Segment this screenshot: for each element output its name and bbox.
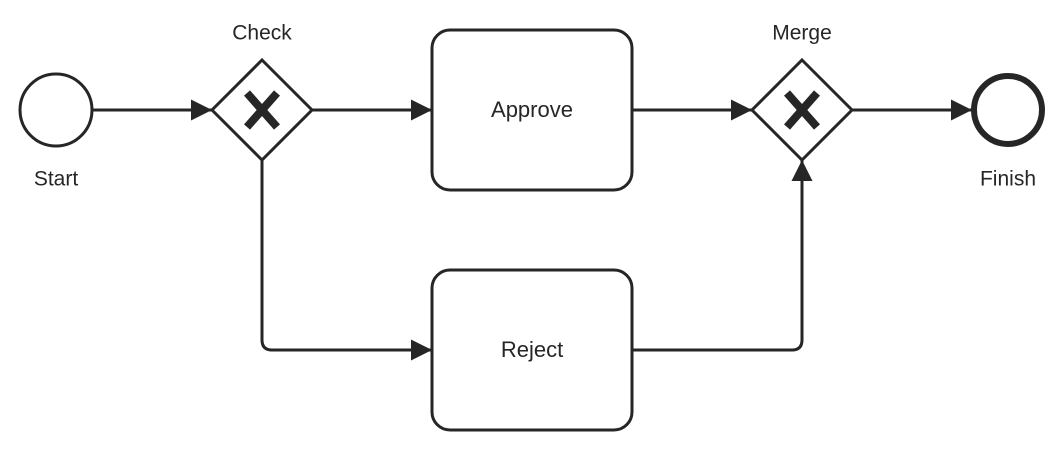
merge-gateway[interactable]	[749, 57, 855, 163]
approve-task[interactable]	[430, 28, 634, 192]
exclusive-x-icon	[244, 90, 280, 130]
start-event[interactable]	[18, 72, 94, 148]
check-label: Check	[232, 21, 292, 45]
merge-label: Merge	[772, 21, 832, 45]
reject-label: Reject	[500, 337, 564, 362]
finish-label: Finish	[979, 167, 1037, 191]
approve-label: Approve	[491, 97, 573, 122]
reject-task[interactable]	[430, 268, 634, 432]
edge-check-to-reject[interactable]	[260, 160, 432, 361]
edge-reject-to-merge[interactable]	[632, 160, 813, 352]
check-gateway[interactable]	[209, 57, 315, 163]
finish-event[interactable]	[971, 73, 1045, 147]
exclusive-x-icon	[784, 90, 820, 130]
start-label: Start	[33, 167, 79, 191]
